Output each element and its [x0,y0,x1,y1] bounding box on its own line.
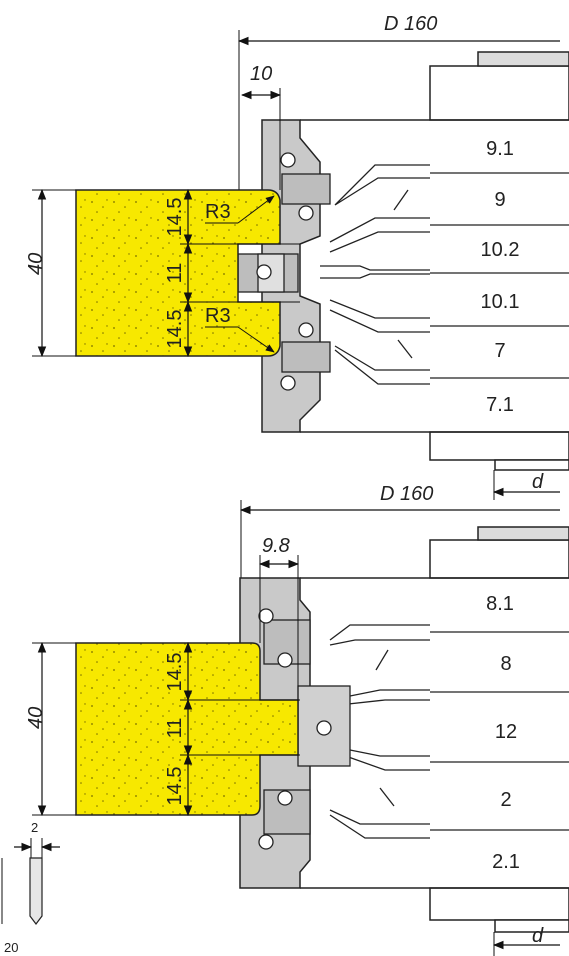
top-row-1: 9.1 [486,138,514,160]
insert-length-label: 20 [4,940,18,955]
top-width-label: 10 [250,63,272,85]
top-row-5: 7 [494,340,505,362]
insert-width-label: 2 [31,820,38,835]
bottom-row-5: 2.1 [492,851,520,873]
top-row-2: 9 [494,189,505,211]
top-stack-3: 14.5 [164,310,186,349]
bottom-bore-label: d [532,925,544,947]
bottom-diameter-label: D 160 [380,483,433,505]
bottom-stack-1: 14.5 [164,653,186,692]
top-radius-top: R3 [205,201,231,223]
bottom-row-3: 12 [495,721,517,743]
bottom-width-label: 9.8 [262,535,290,557]
bottom-height-label: 40 [25,707,47,729]
top-bore-label: d [532,471,544,493]
top-row-6: 7.1 [486,394,514,416]
bottom-stack-3: 14.5 [164,767,186,806]
bottom-row-4: 2 [500,789,511,811]
top-stack-1: 14.5 [164,198,186,237]
bottom-cutter: D 160 [25,483,569,956]
knife-insert: 2 20 [1,820,60,955]
bottom-stack-2: 11 [164,718,186,739]
bottom-row-2: 8 [500,653,511,675]
top-row-4: 10.1 [481,291,520,313]
top-row-3: 10.2 [481,239,520,261]
top-radius-bottom: R3 [205,305,231,327]
top-diameter-label: D 160 [384,13,437,35]
insert-blade [29,857,43,925]
bottom-row-1: 8.1 [486,593,514,615]
top-height-label: 40 [25,253,47,275]
top-stack-2: 11 [164,263,186,284]
top-cutter: D 160 [25,13,569,500]
